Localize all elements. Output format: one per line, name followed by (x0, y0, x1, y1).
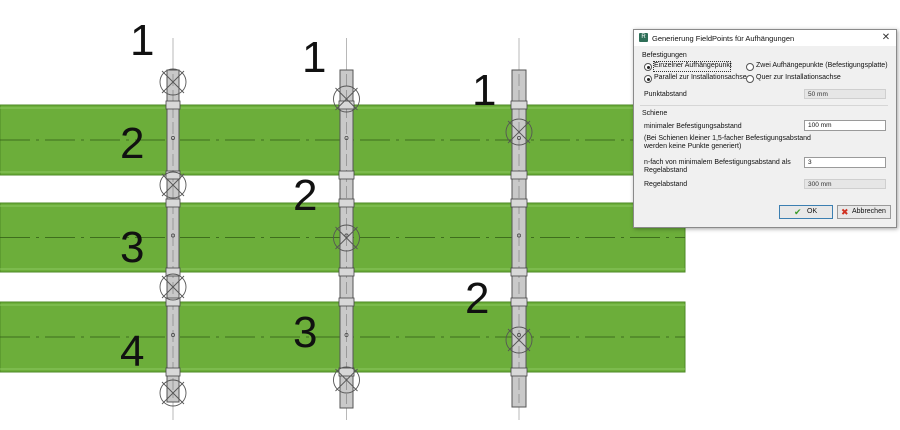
min-distance-label: minimaler Befestigungsabstand (644, 123, 742, 130)
min-distance-input[interactable]: 100 mm (804, 120, 886, 131)
rail-clamp (510, 198, 528, 208)
hanger-point-circle (159, 171, 187, 199)
rail-clamp (510, 100, 528, 110)
rail-clamp (165, 170, 181, 180)
rail-clamp (510, 267, 528, 277)
rail1-label-1: 1 (130, 16, 154, 65)
radio-cross-label[interactable]: Quer zur Installationsachse (756, 74, 841, 81)
befestigungen-heading: Befestigungen (642, 52, 687, 59)
rail-hole (344, 136, 349, 140)
dialog-title: Generierung FieldPoints für Aufhängungen (652, 34, 795, 43)
hanger-point-cross (507, 328, 531, 352)
rail-clamp (165, 100, 181, 110)
factor-label-line2: Regelabstand (644, 167, 688, 174)
rail-hole (171, 136, 175, 140)
cross-icon: ✖ (841, 207, 849, 217)
rail1-label-2: 2 (120, 119, 144, 168)
rail-note-line1: (Bei Schienen kleiner 1,5-facher Befesti… (644, 135, 811, 142)
schiene-heading: Schiene (642, 110, 668, 117)
regelabstand-field: 300 mm (804, 179, 886, 189)
rail-hole (344, 333, 349, 337)
radio-double-point[interactable] (746, 63, 754, 71)
cancel-button[interactable]: ✖ Abbrechen (837, 205, 891, 219)
radio-double-point-label[interactable]: Zwei Aufhängepunkte (Befestigungsplatte) (756, 62, 888, 69)
hanger-point-cross (335, 87, 358, 111)
hanger-point-circle (333, 366, 360, 394)
radio-single-point-label[interactable]: Einzelner Aufhängepunkt (654, 62, 732, 69)
rail3-label-1: 1 (472, 66, 496, 115)
cancel-button-label: Abbrechen (852, 208, 886, 215)
rail-clamp (165, 198, 181, 208)
factor-label-line1: n-fach von minimalem Befestigungsabstand… (644, 159, 791, 166)
hanger-point-cross (335, 226, 358, 250)
hanger-point-circle (505, 326, 533, 354)
focus-outline (653, 61, 731, 72)
hanger-point-circle (159, 273, 187, 301)
hanger-point-circle (159, 379, 187, 407)
rail-clamp (510, 297, 528, 307)
hanger-point-circle (333, 85, 360, 113)
hanger-point-circle (333, 224, 360, 252)
rail-hole (171, 233, 175, 238)
rail1-label-3: 3 (120, 223, 144, 272)
radio-parallel-label[interactable]: Parallel zur Installationsachse (654, 74, 747, 81)
rails (165, 38, 528, 420)
rail-clamp (510, 367, 528, 377)
rail2-label-2: 2 (293, 171, 317, 220)
app-icon: R (639, 33, 648, 42)
punktabstand-label: Punktabstand (644, 91, 687, 98)
factor-input[interactable]: 3 (804, 157, 886, 168)
fieldpoints-dialog: R Generierung FieldPoints für Aufhängung… (633, 29, 897, 228)
regelabstand-label: Regelabstand (644, 181, 688, 188)
rail-clamp (510, 170, 528, 180)
rail2-label-1: 1 (302, 33, 326, 82)
close-icon[interactable]: ✕ (881, 32, 891, 43)
rail-hole (517, 333, 521, 337)
radio-cross[interactable] (746, 75, 754, 83)
hanger-point-cross (507, 120, 531, 144)
hanger-point-cross (161, 173, 185, 197)
hanger-point-cross (161, 70, 185, 94)
rail1-label-4: 4 (120, 327, 144, 376)
rail-clamp (165, 267, 181, 277)
rail-hole (517, 136, 521, 140)
rail-clamp (338, 170, 355, 180)
ok-button[interactable]: ✔ OK (779, 205, 833, 219)
section-divider (640, 105, 888, 106)
radio-parallel[interactable] (644, 75, 652, 83)
check-icon: ✔ (794, 207, 802, 217)
rail-clamp (338, 267, 355, 277)
rail3-label-2: 2 (465, 274, 489, 323)
dialog-titlebar[interactable]: R Generierung FieldPoints für Aufhängung… (634, 30, 896, 46)
rail-clamp (338, 100, 355, 110)
group-labels: 1 2 3 4 1 2 3 1 2 (120, 16, 496, 376)
ok-button-label: OK (807, 208, 818, 215)
hanger-point-cross (335, 368, 358, 392)
rail2-label-3: 3 (293, 308, 317, 357)
rail-hole (344, 233, 349, 238)
punktabstand-field: 50 mm (804, 89, 886, 99)
rail-hole (171, 333, 175, 337)
hanger-markers (159, 68, 533, 407)
radio-single-point[interactable] (644, 63, 652, 71)
hanger-point-circle (505, 118, 533, 146)
rail-note-line2: werden keine Punkte generiert) (644, 143, 742, 150)
rail-clamp (165, 367, 181, 377)
rail-clamp (338, 198, 355, 208)
hanger-point-circle (159, 68, 187, 96)
hanger-point-cross (161, 381, 185, 405)
hanger-point-cross (161, 275, 185, 299)
rail-clamp (165, 297, 181, 307)
rail-hole (517, 233, 521, 238)
rail-clamp (338, 297, 355, 307)
